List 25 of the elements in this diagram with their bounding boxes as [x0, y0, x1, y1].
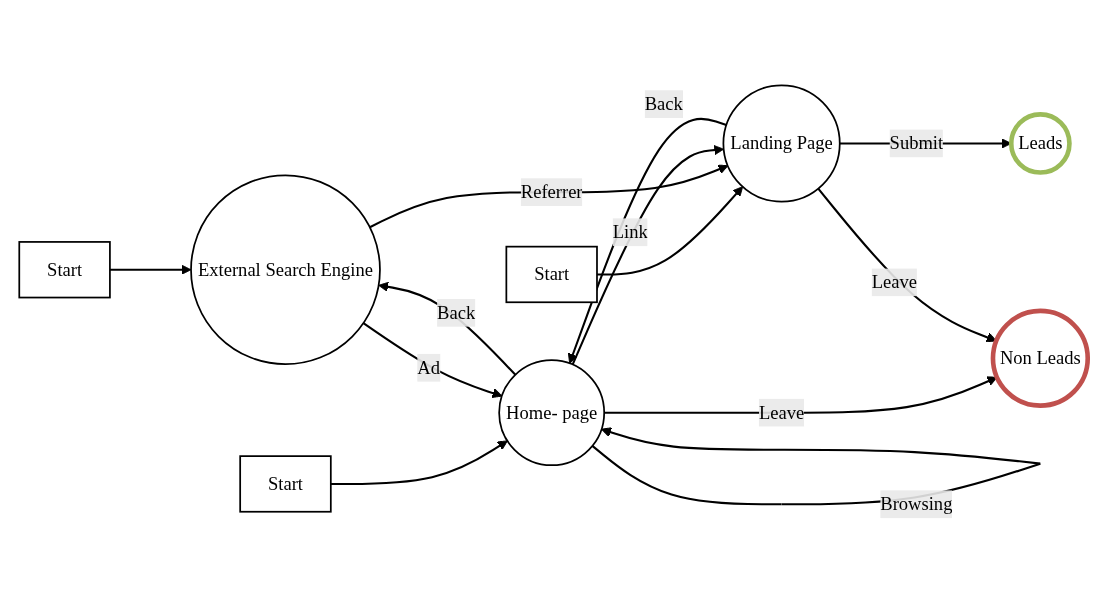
arrow — [362, 322, 503, 398]
edge-label: Leave — [758, 402, 805, 422]
node-circle: Home- page — [498, 359, 606, 466]
edge-label: Referrer — [520, 181, 583, 202]
edge-label: Submit — [889, 132, 944, 153]
node-box: Start — [239, 455, 332, 513]
edge-label: Browsing — [880, 493, 953, 514]
node-circle: Leads — [1008, 111, 1072, 175]
edge-label: Back — [644, 93, 683, 114]
edge-label: Ad — [417, 357, 440, 377]
node-box: Start — [18, 240, 111, 299]
edge-label: Link — [612, 221, 648, 242]
arrow — [817, 187, 997, 343]
arrow — [604, 376, 998, 414]
arrow — [330, 440, 508, 485]
arrow — [597, 186, 744, 276]
edge-label: Back — [437, 302, 476, 322]
arrow — [369, 164, 729, 228]
edge-label: Leave — [871, 271, 918, 292]
arrow — [109, 264, 192, 275]
node-circle: Landing Page — [722, 84, 841, 203]
node-circle: Non Leads — [990, 308, 1091, 408]
node-circle: External Search Engine — [190, 174, 381, 365]
node-box: Start — [505, 245, 598, 303]
arrow — [378, 281, 517, 376]
